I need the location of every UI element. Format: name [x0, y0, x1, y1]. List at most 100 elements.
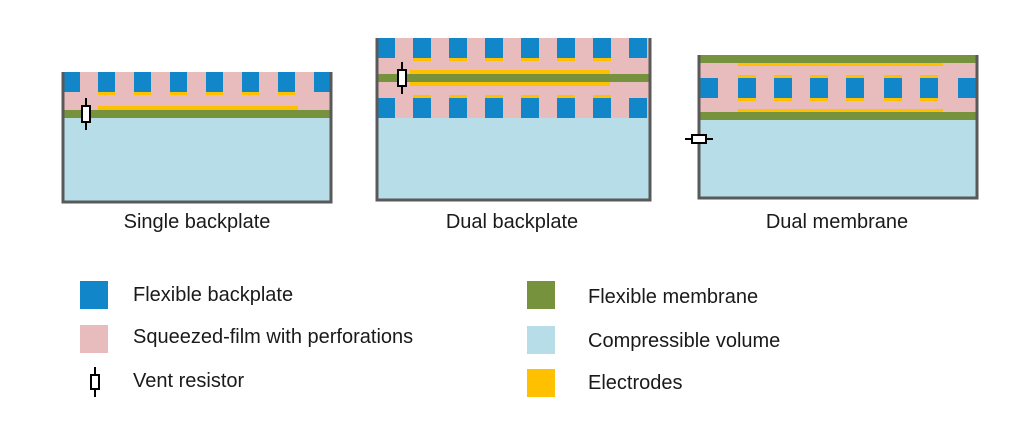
legend-swatch-compressible-volume: [527, 326, 555, 354]
backplate-segment: [920, 78, 938, 98]
backplate-segment: [557, 38, 575, 58]
electrode-segment: [170, 92, 187, 95]
electrode-segment: [242, 92, 259, 95]
vent-body: [397, 69, 407, 87]
legend-label-vent-resistor: Vent resistor: [133, 370, 245, 392]
backplate-segment: [846, 78, 864, 98]
backplate-segment: [629, 98, 647, 118]
vent-resistor-icon: [81, 98, 91, 130]
electrode-segment: [521, 58, 539, 61]
electrode-segment: [413, 58, 431, 61]
backplate-segment: [593, 98, 611, 118]
backplate-segment: [700, 78, 718, 98]
chamber-wall: [61, 72, 333, 204]
legend-swatch-flexible-membrane: [527, 281, 555, 309]
legend-label-squeezed-film: Squeezed-film with perforations: [133, 326, 414, 348]
electrode-segment: [920, 98, 938, 101]
panel-dual-membrane: [685, 55, 979, 200]
membrane-electrode-top: [738, 63, 943, 66]
membrane-electrode-bottom: [410, 82, 610, 86]
chamber-wall: [375, 38, 652, 202]
backplate-segment: [206, 72, 223, 92]
caption-dual-membrane: Dual membrane: [765, 211, 909, 233]
backplate-segment: [377, 38, 395, 58]
panel-single-backplate: [61, 72, 333, 204]
legend-label-flexible-membrane: Flexible membrane: [588, 286, 759, 308]
electrode-segment: [134, 92, 151, 95]
backplate-segment: [884, 78, 902, 98]
flexible-membrane-top: [699, 55, 977, 63]
electrode-segment: [738, 75, 756, 78]
electrode-segment: [884, 75, 902, 78]
flexible-membrane: [377, 74, 650, 82]
electrode-segment: [884, 98, 902, 101]
electrode-segment: [278, 92, 295, 95]
flexible-membrane-bottom: [699, 112, 977, 120]
backplate-segment: [314, 72, 331, 92]
vent-body: [81, 105, 91, 123]
backplate-segment: [242, 72, 259, 92]
legend-label-electrodes: Electrodes: [588, 372, 683, 394]
electrode-segment: [413, 95, 431, 98]
electrode-segment: [485, 58, 503, 61]
legend-swatch-squeezed-film: [80, 325, 108, 353]
electrode-segment: [485, 95, 503, 98]
backplate-segment: [377, 98, 395, 118]
legend-label-compressible-volume: Compressible volume: [588, 330, 781, 352]
backplate-segment: [134, 72, 151, 92]
membrane-electrode-top: [410, 70, 610, 74]
legend-swatch-electrodes: [527, 369, 555, 397]
electrode-segment: [98, 92, 115, 95]
electrode-segment: [557, 58, 575, 61]
electrode-segment: [774, 75, 792, 78]
electrode-segment: [846, 75, 864, 78]
legend-label-flexible-backplate: Flexible backplate: [133, 284, 294, 306]
backplate-segment: [413, 38, 431, 58]
electrode-segment: [738, 98, 756, 101]
caption-single-backplate: Single backplate: [123, 211, 271, 233]
membrane-electrode: [98, 106, 298, 110]
chamber-wall: [697, 55, 979, 200]
backplate-segment: [98, 72, 115, 92]
vent-resistor-icon: [397, 62, 407, 94]
backplate-segment: [278, 72, 295, 92]
backplate-segment: [738, 78, 756, 98]
backplate-segment: [413, 98, 431, 118]
compressible-volume: [699, 118, 977, 198]
electrode-segment: [774, 98, 792, 101]
electrode-segment: [206, 92, 223, 95]
membrane-electrode-bottom: [738, 109, 943, 112]
electrode-segment: [810, 75, 828, 78]
backplate-segment: [485, 38, 503, 58]
backplate-segment: [593, 38, 611, 58]
backplate-segment: [521, 38, 539, 58]
backplate-segment: [774, 78, 792, 98]
electrode-segment: [449, 58, 467, 61]
electrode-segment: [920, 75, 938, 78]
electrode-segment: [521, 95, 539, 98]
vent-resistor-icon: [90, 367, 100, 397]
backplate-segment: [485, 98, 503, 118]
backplate-segment: [557, 98, 575, 118]
backplate-segment: [63, 72, 80, 92]
electrode-segment: [810, 98, 828, 101]
vent-body: [691, 134, 707, 144]
backplate-segment: [449, 98, 467, 118]
electrode-segment: [593, 95, 611, 98]
backplate-segment: [629, 38, 647, 58]
backplate-segment: [449, 38, 467, 58]
compressible-volume: [63, 118, 331, 202]
backplate-segment: [521, 98, 539, 118]
backplate-segment: [958, 78, 976, 98]
electrode-segment: [846, 98, 864, 101]
backplate-segment: [170, 72, 187, 92]
electrode-segment: [593, 58, 611, 61]
flexible-membrane: [63, 110, 331, 118]
compressible-volume: [377, 118, 650, 200]
legend-swatch-flexible-backplate: [80, 281, 108, 309]
backplate-segment: [810, 78, 828, 98]
caption-dual-backplate: Dual backplate: [445, 211, 579, 233]
panel-dual-backplate: [375, 38, 652, 202]
electrode-segment: [557, 95, 575, 98]
